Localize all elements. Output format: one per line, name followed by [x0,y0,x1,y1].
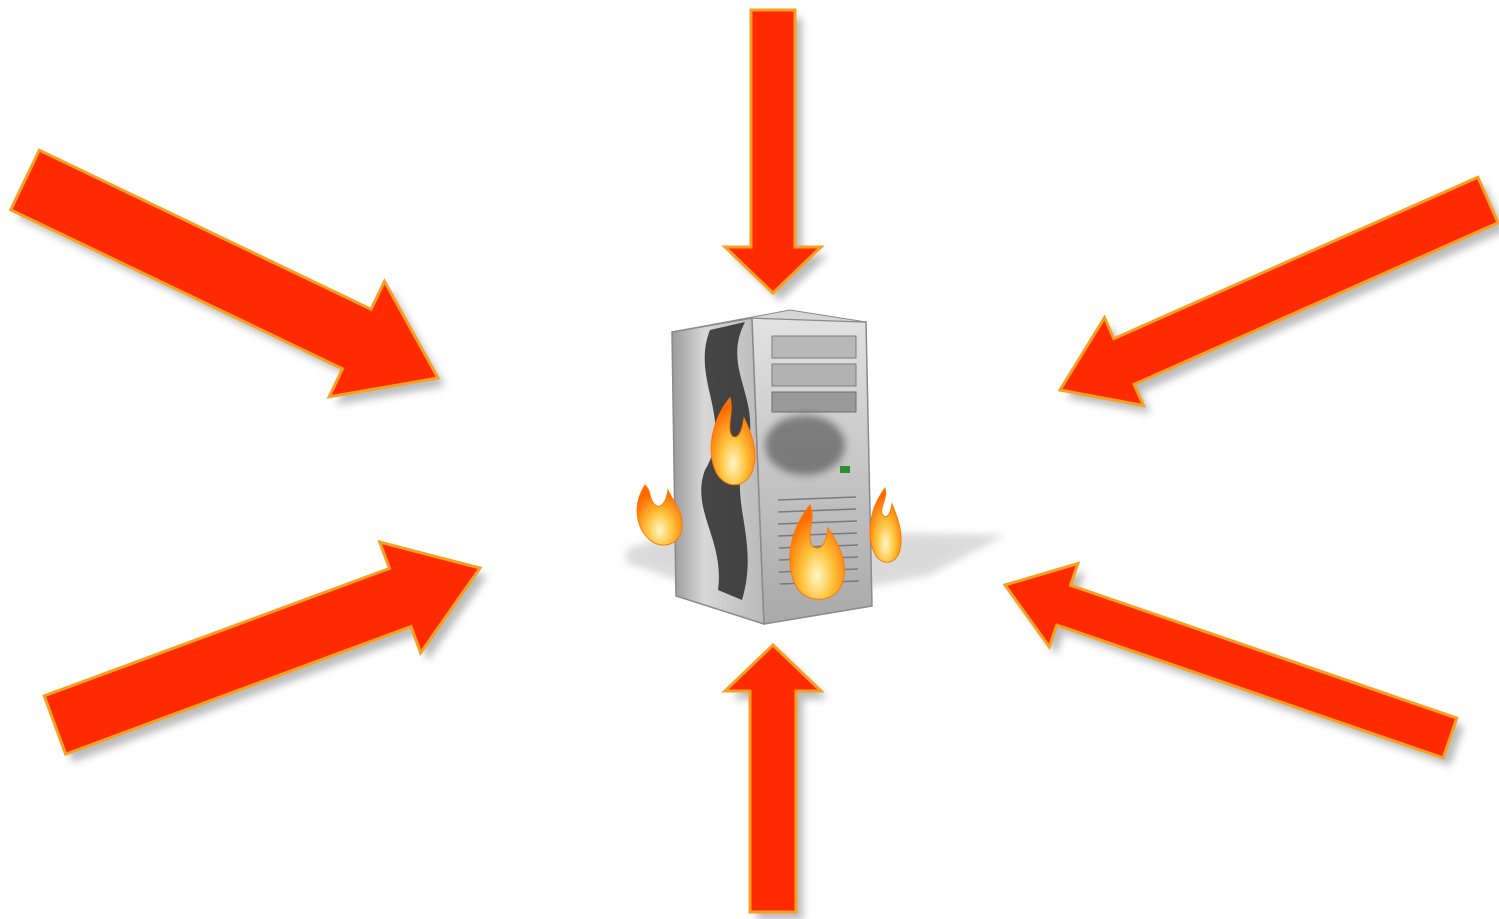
arrow-from-top-right-icon [1060,177,1498,405]
arrow-from-bottom-icon [725,645,821,912]
arrow-from-bottom-left-icon [44,542,480,754]
arrow-from-top-left-icon [11,150,438,397]
arrow-from-top-icon [725,10,821,293]
flame-icon [870,488,901,562]
power-led [840,466,850,473]
arrow-from-bottom-right-icon [1005,564,1457,758]
drive-bay [772,364,856,386]
burning-server-icon [625,310,1005,624]
drive-bay [772,336,856,358]
soot-mark [765,415,845,475]
drive-bay [772,392,856,412]
